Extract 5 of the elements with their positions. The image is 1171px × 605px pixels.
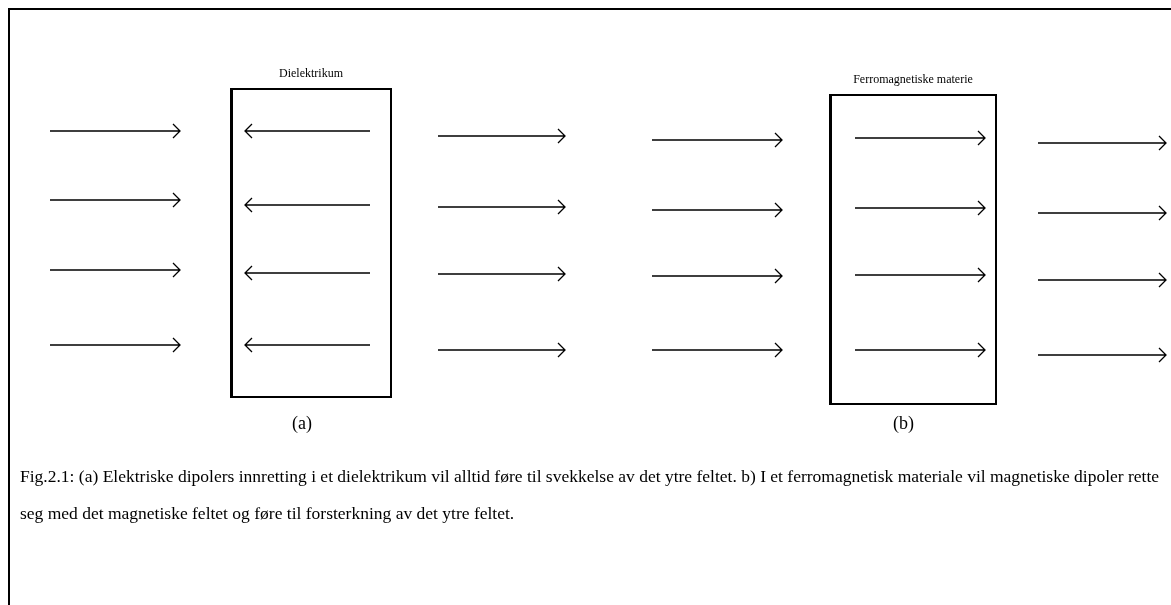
- panel-label: (b): [893, 413, 914, 434]
- box-heading: Dielektrikum: [278, 66, 344, 81]
- figure-caption: Fig.2.1: (a) Elektriske dipolers innretting i et dielektrikum vil alltid føre til svekkelse av det ytre feltet. b) I et ferromagnetisk materiale vil magnetiske dipoler rette seg med det magnetiske feltet og føre til forsterkning av det ytre feltet.: [20, 465, 1161, 525]
- panel-label: (a): [292, 413, 312, 434]
- box-heading: Ferromagnetiske materie: [852, 72, 974, 87]
